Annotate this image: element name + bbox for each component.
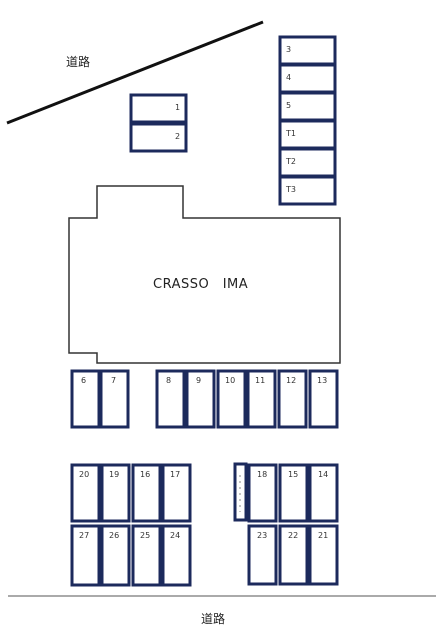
parking-slot-27-label: 27 — [79, 531, 89, 540]
parking-slot-13-label: 13 — [317, 376, 327, 385]
parking-slot-t3-label: T3 — [285, 185, 296, 194]
parking-slot-25 — [131, 524, 162, 587]
parking-slot-t2-label: T2 — [285, 157, 296, 166]
parking-slot-12 — [277, 369, 308, 429]
parking-slot-1 — [129, 93, 188, 124]
parking-slot-22-label: 22 — [288, 531, 298, 540]
parking-slot-3-label: 3 — [286, 45, 291, 54]
parking-slot-9 — [185, 369, 216, 429]
parking-slot-17-label: 17 — [170, 470, 180, 479]
parking-slot-13 — [308, 369, 339, 429]
parking-slot-16 — [131, 463, 162, 523]
parking-slot-26-label: 26 — [109, 531, 119, 540]
building-outline — [68, 185, 341, 364]
parking-slot-20-label: 20 — [79, 470, 89, 479]
parking-slot-25-label: 25 — [140, 531, 150, 540]
parking-slot-27 — [70, 524, 101, 587]
parking-slot-12-label: 12 — [286, 376, 296, 385]
parking-slot-5-label: 5 — [286, 101, 291, 110]
parking-slot-6 — [70, 369, 101, 429]
parking-slot-21-label: 21 — [318, 531, 328, 540]
parking-slot-narrow — [233, 462, 248, 522]
building-label: CRASSO IMA — [153, 277, 248, 292]
parking-slot-23-label: 23 — [257, 531, 267, 540]
parking-slot-6-label: 6 — [81, 376, 86, 385]
parking-slot-1-label: 1 — [175, 103, 180, 112]
parking-slot-t1-label: T1 — [285, 129, 296, 138]
parking-slot-14 — [308, 463, 339, 523]
parking-slot-2-label: 2 — [175, 132, 180, 141]
parking-slot-11-label: 11 — [255, 376, 265, 385]
parking-slot-7-label: 7 — [111, 376, 116, 385]
parking-slot-26 — [100, 524, 131, 587]
road-label-top: 道路 — [66, 54, 90, 69]
parking-slot-18 — [247, 463, 278, 523]
parking-slot-10 — [216, 369, 247, 429]
parking-slot-21 — [308, 524, 339, 586]
parking-slot-19 — [100, 463, 131, 523]
parking-slot-5 — [278, 91, 337, 122]
parking-slot-10-label: 10 — [225, 376, 235, 385]
parking-slot-8 — [155, 369, 186, 429]
parking-slot-19-label: 19 — [109, 470, 119, 479]
parking-slot-15 — [278, 463, 309, 523]
parking-slot-24 — [161, 524, 192, 587]
parking-slot-14-label: 14 — [318, 470, 328, 479]
parking-slot-22 — [278, 524, 309, 586]
parking-slot-17 — [161, 463, 192, 523]
parking-slot-16-label: 16 — [140, 470, 150, 479]
parking-slot-t1 — [278, 119, 337, 150]
parking-slot-7 — [99, 369, 130, 429]
road-label-bottom: 道路 — [201, 611, 225, 626]
parking-slot-11 — [246, 369, 277, 429]
parking-slot-t2 — [278, 147, 337, 178]
parking-slot-4-label: 4 — [286, 73, 291, 82]
parking-slot-20 — [70, 463, 101, 523]
parking-slot-23 — [247, 524, 278, 586]
parking-slot-8-label: 8 — [166, 376, 171, 385]
parking-slot-9-label: 9 — [196, 376, 201, 385]
parking-slot-2 — [129, 122, 188, 153]
road-diagonal-line — [6, 20, 264, 125]
parking-slot-18-label: 18 — [257, 470, 267, 479]
parking-slot-15-label: 15 — [288, 470, 298, 479]
parking-slot-24-label: 24 — [170, 531, 180, 540]
parking-slot-t3 — [278, 175, 337, 206]
